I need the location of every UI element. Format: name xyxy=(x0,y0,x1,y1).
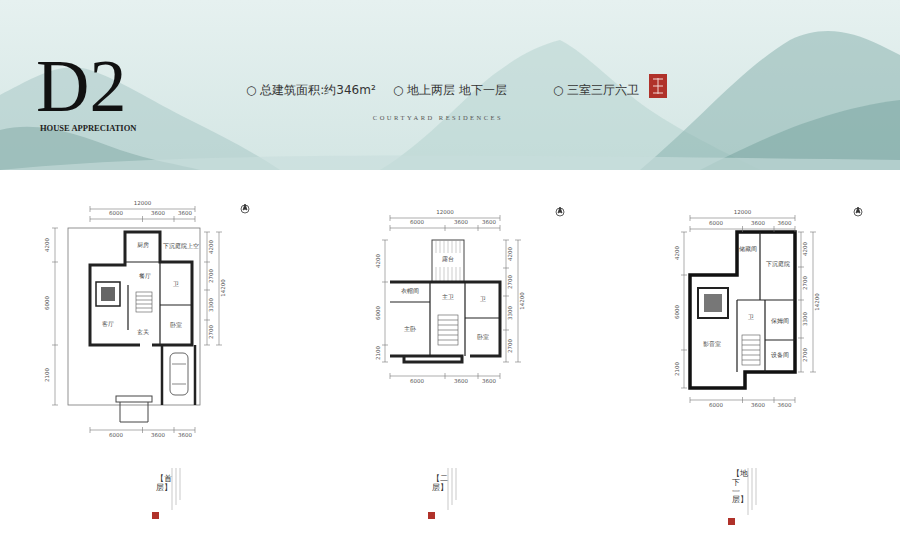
plan-code: D2 xyxy=(36,49,126,123)
dimension-number: 3600 xyxy=(178,433,192,439)
dimension-number: 3600 xyxy=(151,211,165,217)
subtitle: HOUSE APPRECIATION xyxy=(40,124,136,133)
dimension-number: 2100 xyxy=(376,346,382,360)
room-label: 卧室 xyxy=(477,335,489,341)
dimension-number: 2700 xyxy=(803,276,809,290)
room-label: 下沉庭院上空 xyxy=(163,244,199,250)
dimension-number: 2700 xyxy=(508,275,514,289)
ground-floor-plan xyxy=(52,206,222,433)
north-arrow xyxy=(241,204,862,216)
room-label: 设备间 xyxy=(771,353,789,359)
dimension-number: 6000 xyxy=(376,306,382,320)
floor-name: 【二层】 xyxy=(432,475,440,493)
dimension-number: 6000 xyxy=(410,379,424,385)
room-label: 卫 xyxy=(480,297,486,303)
room-label: 卫 xyxy=(748,315,754,321)
dimension-number: 2700 xyxy=(209,269,215,283)
dimension-number: 2100 xyxy=(45,368,51,382)
dimension-number: 3600 xyxy=(482,379,496,385)
room-label: 储藏间 xyxy=(739,247,757,253)
dimension-number: 12000 xyxy=(134,201,152,207)
room-label: 卧室 xyxy=(170,323,182,329)
dimension-number: 3600 xyxy=(751,221,765,227)
room-label: 餐厅 xyxy=(139,274,151,280)
dimension-number: 4200 xyxy=(675,246,681,260)
dimension-number: 12000 xyxy=(734,210,752,216)
floor-name: 【地下一层】 xyxy=(732,470,740,505)
dimension-number: 6000 xyxy=(109,211,123,217)
dimension-number: 3300 xyxy=(803,312,809,326)
dimension-number: 4200 xyxy=(45,238,51,252)
dimension-number: 3600 xyxy=(751,403,765,409)
floor-spec: ○ 地上两层 地下一层 xyxy=(393,84,507,96)
room-label: 主卧 xyxy=(404,327,416,333)
room-label: 玄关 xyxy=(137,330,149,336)
floor-note-marks xyxy=(152,468,756,525)
second-floor-plan xyxy=(382,215,521,379)
dimension-number: 2700 xyxy=(209,325,215,339)
room-label: 客厅 xyxy=(102,322,114,328)
dimension-number: 14200 xyxy=(520,292,526,310)
room-label: 厨房 xyxy=(137,243,149,249)
dimension-number: 6000 xyxy=(675,305,681,319)
dimension-number: 3600 xyxy=(778,221,792,227)
dimension-number: 3600 xyxy=(151,433,165,439)
dimension-number: 3600 xyxy=(454,220,468,226)
dimension-number: 6000 xyxy=(709,221,723,227)
dimension-number: 4200 xyxy=(209,240,215,254)
dimension-number: 3300 xyxy=(508,306,514,320)
room-label: 影音室 xyxy=(703,342,721,348)
room-label: 下沉庭院 xyxy=(766,262,790,268)
dimension-number: 4200 xyxy=(376,254,382,268)
room-label: 衣帽间 xyxy=(401,289,419,295)
dimension-number: 6000 xyxy=(45,296,51,310)
dimension-number: 2100 xyxy=(675,362,681,376)
tagline: COURTYARD RESIDENCES xyxy=(373,115,503,122)
dimension-number: 4200 xyxy=(803,242,809,256)
dimension-number: 14200 xyxy=(221,279,227,297)
room-label: 主卫 xyxy=(442,295,454,301)
dimension-number: 6000 xyxy=(109,433,123,439)
basement-plan xyxy=(681,215,816,403)
dimension-number: 3600 xyxy=(482,220,496,226)
dimension-number: 3300 xyxy=(209,298,215,312)
area-spec: ○ 总建筑面积:约346m² xyxy=(246,84,376,96)
room-label: 保姆间 xyxy=(771,319,789,325)
dimension-number: 6000 xyxy=(709,403,723,409)
header-banner xyxy=(0,0,900,170)
room-label: 露台 xyxy=(442,257,454,263)
room-label: 卫 xyxy=(173,282,179,288)
floor-name: 【首层】 xyxy=(156,475,164,493)
room-spec: ○ 三室三厅六卫 xyxy=(553,84,639,96)
dimension-number: 3600 xyxy=(778,403,792,409)
dimension-number: 3600 xyxy=(454,379,468,385)
dimension-number: 2700 xyxy=(803,348,809,362)
dimension-number: 14200 xyxy=(815,293,821,311)
dimension-number: 2700 xyxy=(508,339,514,353)
dimension-number: 4200 xyxy=(508,247,514,261)
dimension-number: 12000 xyxy=(436,210,454,216)
dimension-number: 3600 xyxy=(178,211,192,217)
dimension-number: 6000 xyxy=(410,220,424,226)
